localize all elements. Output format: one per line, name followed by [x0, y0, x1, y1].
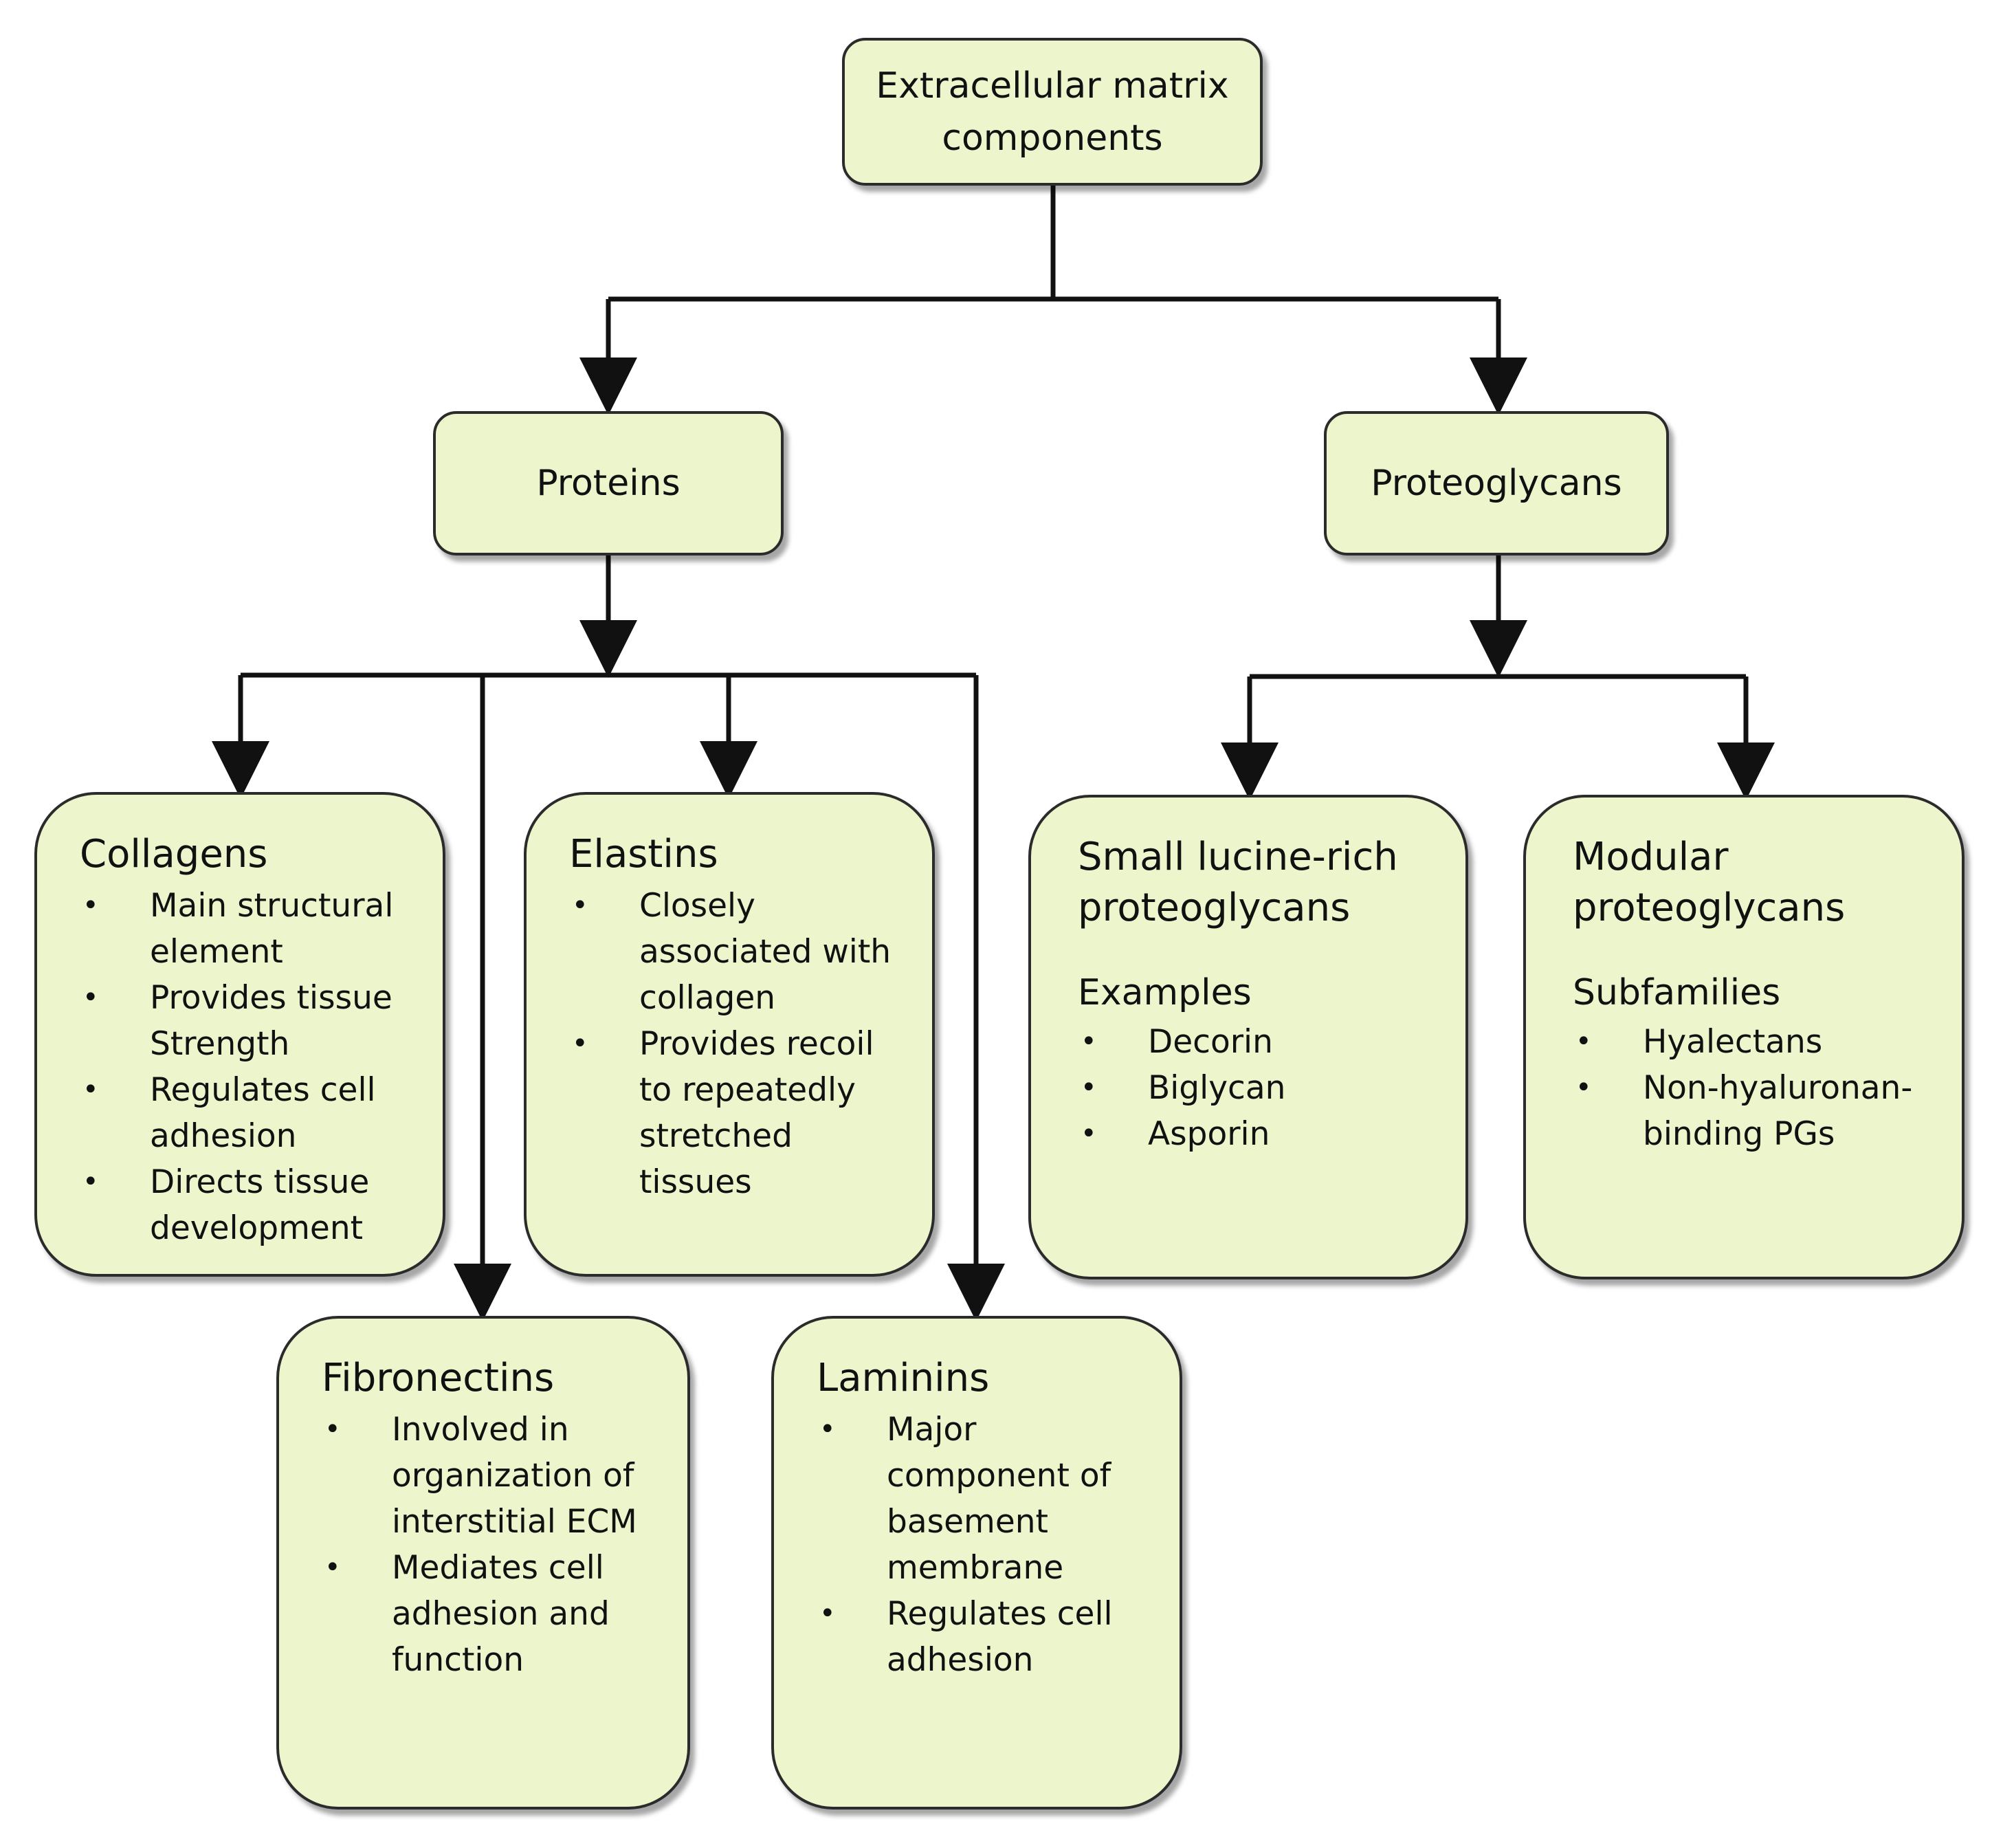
fibronectins-title: Fibronectins — [322, 1356, 555, 1400]
list-item: Decorin — [1078, 1019, 1438, 1065]
root-label: Extracellular matrix components — [876, 65, 1229, 159]
elastins-list: Closely associated with collagen Provide… — [569, 883, 905, 1205]
list-item: Major component of basement membrane — [817, 1407, 1152, 1591]
list-item: Directs tissue development — [80, 1159, 415, 1251]
list-item: Regulates cell adhesion — [80, 1067, 415, 1159]
proteins-node: Proteins — [433, 411, 784, 556]
laminins-title: Laminins — [817, 1356, 990, 1400]
modular-subheading: Subfamilies — [1573, 972, 1781, 1013]
list-item: Hyalectans — [1573, 1019, 1934, 1065]
small-lrp-list: Decorin Biglycan Asporin — [1078, 1019, 1438, 1157]
proteoglycans-node: Proteoglycans — [1324, 411, 1669, 556]
small-lrp-card: Small lucine-rich proteoglycans Examples… — [1028, 795, 1468, 1279]
list-item: Mediates cell adhesion and function — [322, 1545, 660, 1683]
collagens-list: Main structural element Provides tissue … — [80, 883, 415, 1251]
proteins-label: Proteins — [536, 463, 680, 504]
list-item: Provides recoil to repeatedly stretched … — [569, 1021, 905, 1205]
list-item: Asporin — [1078, 1111, 1438, 1157]
fibronectins-list: Involved in organization of interstitial… — [322, 1407, 660, 1683]
modular-list: Hyalectans Non-hyaluronan-binding PGs — [1573, 1019, 1934, 1157]
collagens-title: Collagens — [80, 832, 268, 877]
proteoglycans-label: Proteoglycans — [1371, 463, 1622, 504]
small-lrp-subheading: Examples — [1078, 972, 1252, 1013]
list-item: Closely associated with collagen — [569, 883, 905, 1021]
laminins-list: Major component of basement membrane Reg… — [817, 1407, 1152, 1683]
small-lrp-title: Small lucine-rich proteoglycans — [1078, 835, 1398, 930]
list-item: Biglycan — [1078, 1065, 1438, 1111]
list-item: Involved in organization of interstitial… — [322, 1407, 660, 1545]
modular-card: Modular proteoglycans Subfamilies Hyalec… — [1523, 795, 1965, 1279]
list-item: Main structural element — [80, 883, 415, 975]
elastins-title: Elastins — [569, 832, 718, 877]
elastins-card: Elastins Closely associated with collage… — [524, 792, 935, 1277]
fibronectins-card: Fibronectins Involved in organization of… — [276, 1316, 690, 1810]
list-item: Non-hyaluronan-binding PGs — [1573, 1065, 1934, 1157]
modular-title: Modular proteoglycans — [1573, 835, 1846, 930]
root-node: Extracellular matrix components — [842, 38, 1263, 186]
list-item: Provides tissue Strength — [80, 975, 415, 1067]
laminins-card: Laminins Major component of basement mem… — [771, 1316, 1182, 1810]
collagens-card: Collagens Main structural element Provid… — [34, 792, 445, 1277]
list-item: Regulates cell adhesion — [817, 1591, 1152, 1683]
